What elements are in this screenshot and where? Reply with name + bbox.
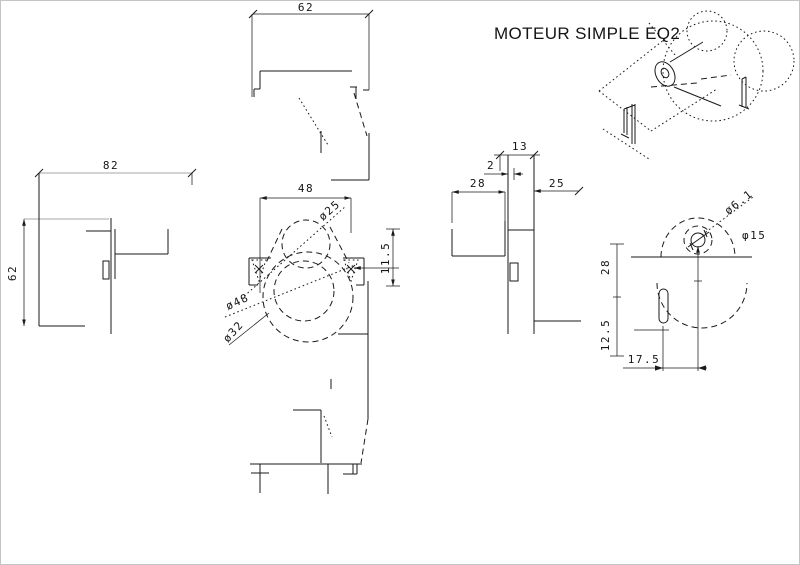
dimension-48: 48 bbox=[259, 182, 352, 293]
front-flange-outline bbox=[248, 257, 365, 286]
view-top: 62 bbox=[248, 1, 374, 181]
dimension-28-side: 28 bbox=[451, 177, 506, 223]
dim-plate-thickness: 2 bbox=[487, 159, 495, 172]
dim-dia-big: ø48 bbox=[224, 291, 252, 313]
dimension-62-left: 62 bbox=[6, 218, 109, 326]
view-bottom bbox=[250, 409, 362, 494]
dimension-2: 2 bbox=[484, 159, 523, 180]
dimension-13: 13 bbox=[494, 140, 540, 171]
view-left-side: 82 62 bbox=[6, 159, 197, 334]
dim-left-height: 62 bbox=[6, 265, 19, 281]
front-lower-bracket bbox=[323, 281, 369, 464]
dim-shaft-dia: φ15 bbox=[742, 229, 766, 242]
view-isometric bbox=[598, 10, 795, 160]
shaft-detail-outline bbox=[631, 217, 752, 371]
top-view-outline bbox=[253, 70, 370, 181]
leader-dia-48: ø48 bbox=[224, 264, 356, 318]
dim-left-width: 82 bbox=[103, 159, 119, 172]
dim-slot-offset: 17.5 bbox=[628, 353, 661, 366]
dim-dia-small: ø25 bbox=[316, 197, 343, 223]
dimension-17-5: 17.5 bbox=[623, 353, 707, 371]
dim-arm-width: 13 bbox=[512, 140, 528, 153]
right-side-outline bbox=[451, 155, 581, 334]
leader-dia-6-1: ø6.1 bbox=[701, 187, 756, 236]
front-motor-body-hidden bbox=[262, 219, 354, 343]
view-shaft-detail: ø6.1 φ15 28 12.5 17.5 bbox=[599, 187, 766, 371]
dim-height-upper: 28 bbox=[599, 259, 612, 275]
dimension-11-5: 11.5 bbox=[354, 228, 400, 287]
dim-top-width: 62 bbox=[298, 1, 314, 14]
dimension-82: 82 bbox=[34, 159, 197, 185]
dim-arm-length: 25 bbox=[549, 177, 565, 190]
dimension-28-12-5: 28 12.5 bbox=[599, 243, 669, 357]
view-right-side: 13 2 28 25 bbox=[451, 140, 584, 334]
dim-flange-width: 48 bbox=[298, 182, 314, 195]
dim-dia-inner: ø32 bbox=[220, 318, 246, 345]
leader-dia-32: ø32 bbox=[220, 312, 270, 346]
dim-hole-offset: 11.5 bbox=[379, 242, 392, 275]
dimension-62-top: 62 bbox=[248, 1, 374, 97]
dim-height-lower: 12.5 bbox=[599, 319, 612, 352]
drawing-title: MOTEUR SIMPLE EQ2 bbox=[494, 24, 680, 43]
view-front: 48 ø25 ø48 bbox=[220, 182, 400, 464]
leader-dia-25: ø25 bbox=[240, 197, 347, 300]
left-view-outline bbox=[38, 173, 169, 334]
dim-body-depth: 28 bbox=[470, 177, 486, 190]
dimension-25: 25 bbox=[534, 177, 584, 196]
dim-hole-dia: ø6.1 bbox=[722, 187, 756, 217]
